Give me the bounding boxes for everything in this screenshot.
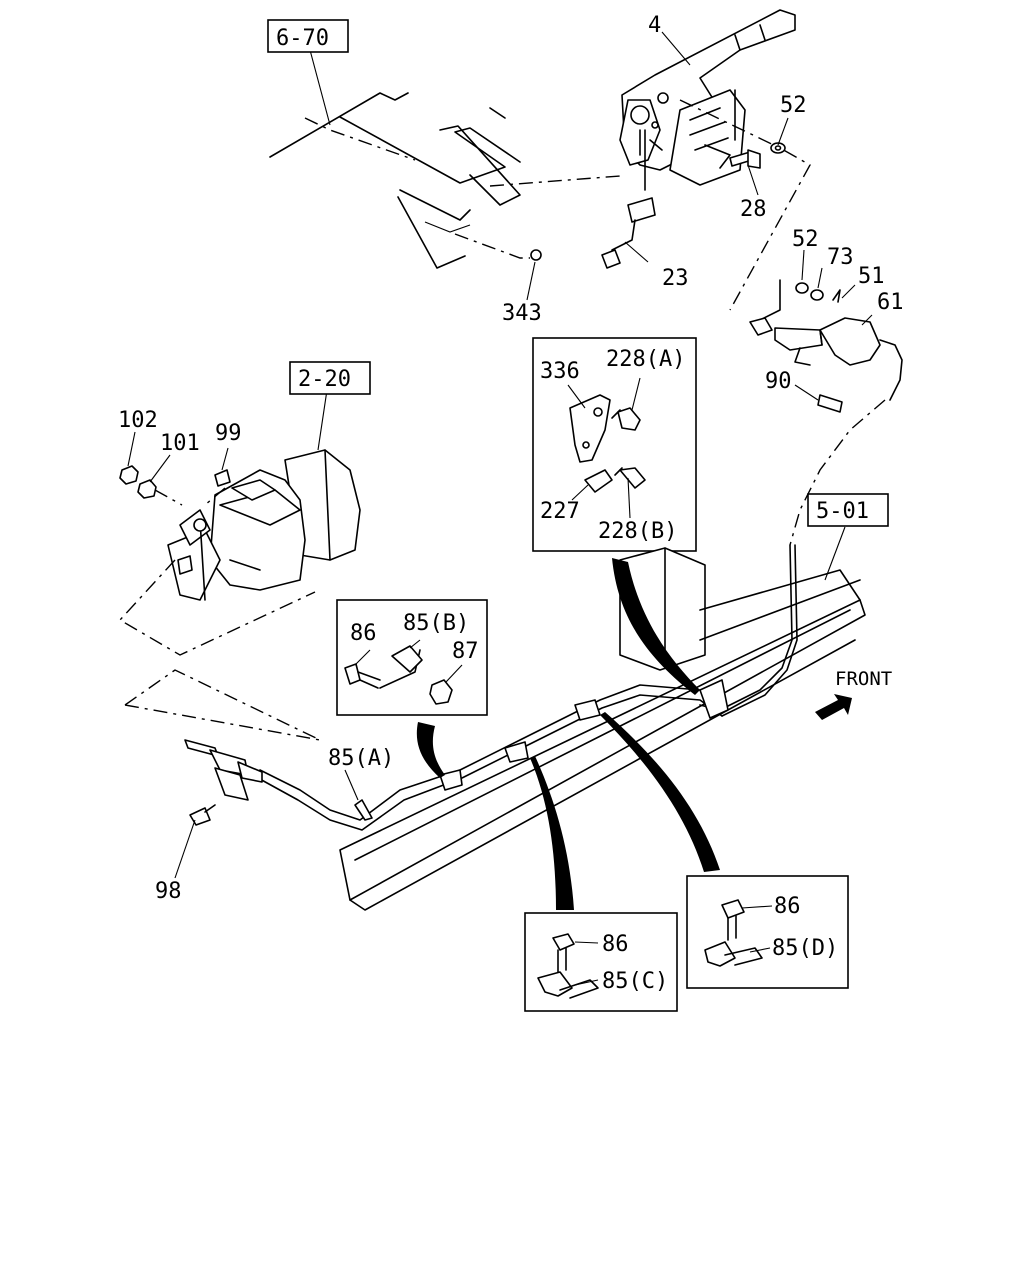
label-101: 101: [160, 431, 200, 456]
brake-cable-lower: [257, 544, 798, 831]
transmission-assembly: [167, 449, 361, 601]
cable-adjuster-end: [184, 739, 263, 826]
front-direction-label: FRONT: [835, 668, 892, 690]
label-85b: 85(B): [403, 611, 469, 636]
ref-box-5-01: 5-01: [807, 493, 889, 527]
label-61: 61: [877, 290, 904, 315]
nut-101: [137, 479, 157, 499]
cable-end-parts: [749, 279, 881, 413]
nut-102: [119, 465, 139, 485]
label-87: 87: [452, 639, 479, 664]
label-86-box-b: 86: [350, 621, 377, 646]
label-98: 98: [155, 879, 182, 904]
part-99: [214, 469, 231, 487]
label-99: 99: [215, 421, 242, 446]
label-228b: 228(B): [598, 519, 677, 544]
bolt-28: [729, 149, 761, 169]
cable-hidden-route: [789, 399, 886, 546]
parking-brake-lever: [601, 9, 811, 311]
label-4: 4: [648, 13, 661, 38]
ref-6-70-text: 6-70: [276, 26, 329, 51]
ref-5-01-text: 5-01: [816, 499, 869, 524]
part-labels: 4 52 28 23 343 52 73 51 61 90 336 228(A)…: [118, 13, 904, 994]
label-86-box-d: 86: [774, 894, 801, 919]
label-90: 90: [765, 369, 792, 394]
label-86-box-c: 86: [602, 932, 629, 957]
label-52-lower: 52: [792, 227, 819, 252]
label-336: 336: [540, 359, 580, 384]
clamp-detail-box-c: [524, 912, 678, 1012]
label-343: 343: [502, 301, 542, 326]
label-85a: 85(A): [328, 746, 394, 771]
transmission-link-dash: [118, 559, 321, 741]
label-23: 23: [662, 266, 689, 291]
label-73: 73: [827, 245, 854, 270]
label-51: 51: [858, 264, 885, 289]
label-227: 227: [540, 499, 580, 524]
clamp-detail-box-b: [336, 599, 488, 716]
brake-cable-upper: [879, 339, 903, 401]
label-228a: 228(A): [606, 347, 685, 372]
leader-lines: [127, 31, 873, 986]
ref-box-6-70: 6-70: [267, 19, 349, 53]
bracket-detail-box: [532, 337, 697, 552]
washer-52-top: [770, 142, 786, 154]
ref-box-2-20: 2-20: [289, 361, 371, 395]
detail-pointers: [416, 558, 720, 910]
label-28: 28: [740, 197, 767, 222]
front-arrow-icon: [815, 694, 852, 720]
label-85d: 85(D): [772, 936, 838, 961]
clamp-detail-box-d: [686, 875, 849, 989]
ref-2-20-text: 2-20: [298, 367, 351, 392]
label-52-top: 52: [780, 93, 807, 118]
floor-panel-assembly: [269, 92, 621, 269]
label-85c: 85(C): [602, 969, 668, 994]
transmission-leaders: [154, 487, 226, 506]
label-102: 102: [118, 408, 158, 433]
